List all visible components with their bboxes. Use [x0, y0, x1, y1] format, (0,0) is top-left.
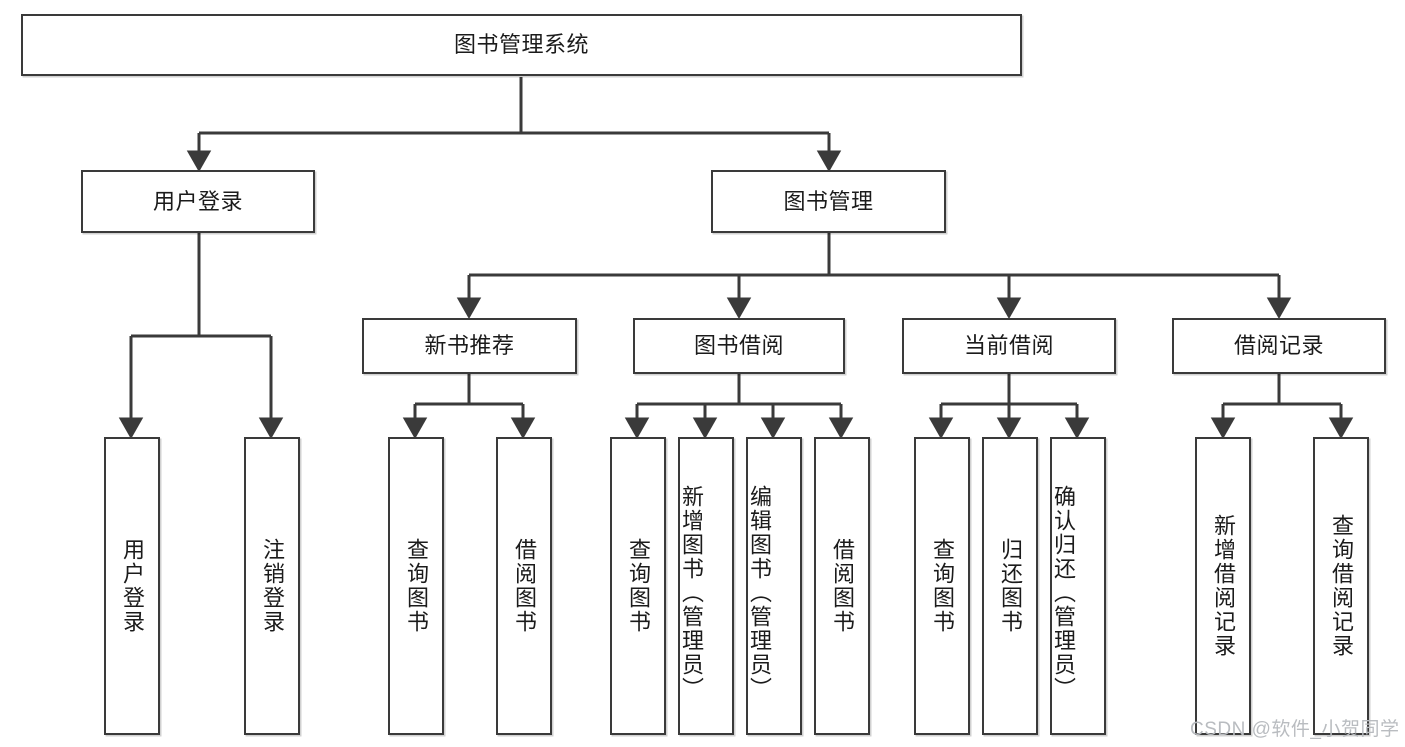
node-user-login[interactable]: 用户登录 [81, 170, 315, 233]
leaf-query-book-3-label: 查询图书 [930, 538, 955, 634]
node-current-borrow[interactable]: 当前借阅 [902, 318, 1116, 374]
node-root[interactable]: 图书管理系统 [21, 14, 1022, 76]
leaf-query-book-3[interactable]: 查询图书 [914, 437, 970, 735]
leaf-user-logout-label: 注销登录 [260, 538, 285, 634]
leaf-return-book[interactable]: 归还图书 [982, 437, 1038, 735]
node-borrow-record[interactable]: 借阅记录 [1172, 318, 1386, 374]
node-new-book-recommend[interactable]: 新书推荐 [362, 318, 577, 374]
node-new-book-recommend-label: 新书推荐 [424, 333, 515, 359]
leaf-query-book-1-label: 查询图书 [404, 538, 429, 634]
leaf-user-login[interactable]: 用户登录 [104, 437, 160, 735]
leaf-borrow-book-2-label: 借阅图书 [830, 538, 855, 634]
leaf-add-record-label: 新增借阅记录 [1211, 514, 1236, 658]
leaf-add-book[interactable]: 新增图书（管理员） [678, 437, 734, 735]
leaf-confirm-return-label: 确认归还（管理员） [1051, 485, 1076, 701]
leaf-add-book-label: 新增图书（管理员） [679, 485, 704, 701]
leaf-return-book-label: 归还图书 [998, 538, 1023, 634]
leaf-confirm-return[interactable]: 确认归还（管理员） [1050, 437, 1106, 735]
leaf-edit-book[interactable]: 编辑图书（管理员） [746, 437, 802, 735]
leaf-user-login-label: 用户登录 [120, 538, 145, 634]
node-user-login-label: 用户登录 [152, 188, 243, 214]
node-root-label: 图书管理系统 [453, 32, 589, 58]
leaf-query-book-2[interactable]: 查询图书 [610, 437, 666, 735]
node-current-borrow-label: 当前借阅 [963, 333, 1054, 359]
node-book-borrow[interactable]: 图书借阅 [633, 318, 845, 374]
leaf-query-record-label: 查询借阅记录 [1329, 514, 1354, 658]
leaf-add-record[interactable]: 新增借阅记录 [1195, 437, 1251, 735]
leaf-borrow-book-2[interactable]: 借阅图书 [814, 437, 870, 735]
leaf-query-record[interactable]: 查询借阅记录 [1313, 437, 1369, 735]
leaf-borrow-book-1-label: 借阅图书 [512, 538, 537, 634]
leaf-user-logout[interactable]: 注销登录 [244, 437, 300, 735]
node-borrow-record-label: 借阅记录 [1233, 333, 1324, 359]
leaf-query-book-1[interactable]: 查询图书 [388, 437, 444, 735]
leaf-edit-book-label: 编辑图书（管理员） [747, 485, 772, 701]
node-book-manage[interactable]: 图书管理 [711, 170, 946, 233]
node-book-borrow-label: 图书借阅 [693, 333, 784, 359]
leaf-borrow-book-1[interactable]: 借阅图书 [496, 437, 552, 735]
leaf-query-book-2-label: 查询图书 [626, 538, 651, 634]
node-book-manage-label: 图书管理 [783, 188, 874, 214]
